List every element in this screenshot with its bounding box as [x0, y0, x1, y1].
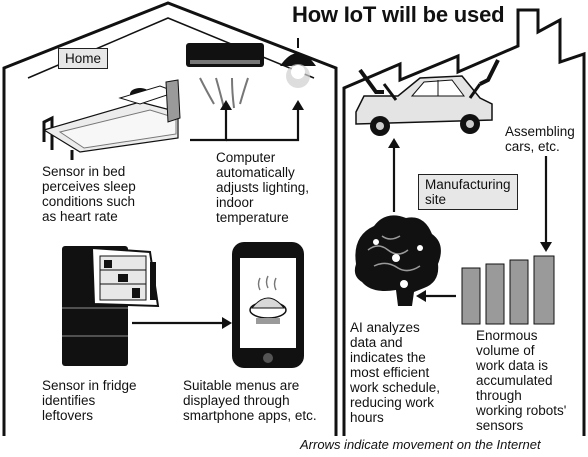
data-text: Enormous volume of work data is accumula…: [476, 328, 567, 433]
ai-text: AI analyzes data and indicates the most …: [350, 320, 441, 425]
bed-sensor-text: Sensor in bed perceives sleep conditions…: [42, 164, 136, 224]
manufacturing-site-label: Manufacturing site: [418, 174, 518, 210]
arrow-fridge-to-phone: [132, 317, 232, 329]
factory-outline: [342, 8, 586, 436]
brain-icon: [354, 215, 441, 306]
fridge-sensor-text: Sensor in fridge identifies leftovers: [42, 378, 137, 423]
arrow-car-to-data: [540, 156, 552, 252]
menus-text: Suitable menus are displayed through sma…: [183, 378, 317, 423]
assembling-text: Assembling cars, etc.: [505, 124, 575, 154]
page-title: How IoT will be used: [292, 2, 505, 27]
bed-icon: [42, 79, 181, 160]
data-bars-icon: [461, 255, 555, 325]
home-label: Home: [58, 48, 109, 69]
lamp-icon: [280, 38, 316, 88]
smartphone-icon: [232, 242, 304, 368]
house-outline: [2, 1, 338, 436]
computer-text: Computer automatically adjusts lighting,…: [216, 150, 310, 225]
arrow-bed-to-computer: [190, 100, 304, 142]
arrow-data-to-ai: [416, 290, 456, 302]
caption: Arrows indicate movement on the Internet: [300, 437, 541, 452]
fridge-icon: [62, 246, 160, 366]
car-robot-icon: [355, 59, 500, 136]
arrow-ai-to-car: [388, 138, 400, 212]
air-conditioner-icon: [186, 43, 264, 109]
